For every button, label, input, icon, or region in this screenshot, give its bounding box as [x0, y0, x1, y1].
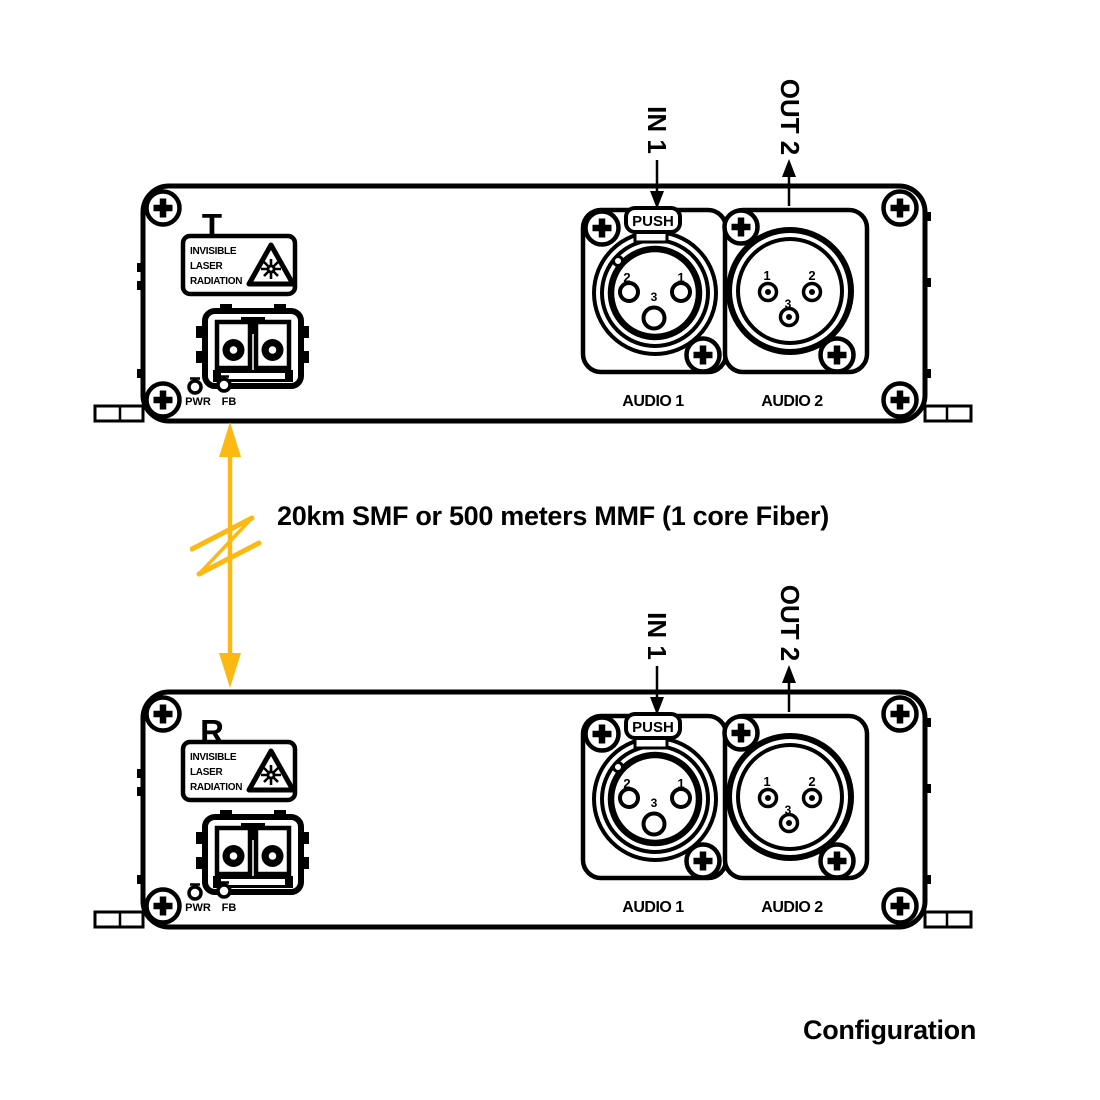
xlr-male-connector-audio2: 1 2 3 [725, 210, 870, 372]
push-latch [624, 206, 682, 234]
arrow-up-icon [782, 159, 796, 177]
svg-text:3: 3 [785, 803, 792, 817]
fb-led-label: FB [222, 902, 237, 914]
svg-text:INVISIBLE: INVISIBLE [190, 752, 237, 763]
svg-text:INVISIBLE: INVISIBLE [190, 246, 237, 257]
pwr-led-label: PWR [185, 396, 211, 408]
device-receiver: R INVISIBLE LASER RADIATION [93, 585, 973, 930]
lc-duplex-connector-icon [196, 810, 309, 895]
svg-text:1: 1 [677, 776, 684, 791]
pwr-led-label: PWR [185, 902, 211, 914]
fiber-break-icon [190, 515, 262, 577]
svg-text:OUT 2: OUT 2 [775, 79, 805, 156]
fb-led-indicator [216, 881, 232, 899]
pwr-led-indicator [187, 377, 203, 395]
svg-text:2: 2 [808, 268, 815, 283]
lc-duplex-connector-icon [196, 304, 309, 389]
chassis-edge-notches [137, 212, 931, 378]
laser-hazard-icon [246, 748, 296, 793]
push-label: PUSH [632, 719, 674, 736]
arrow-down-icon [650, 697, 664, 715]
svg-text:RADIATION: RADIATION [190, 782, 242, 793]
svg-text:RADIATION: RADIATION [190, 276, 242, 287]
svg-text:3: 3 [785, 297, 792, 311]
mounting-ear-right [923, 404, 973, 423]
svg-text:2: 2 [623, 270, 630, 285]
chassis-edge-notches [137, 718, 931, 884]
audio2-label: AUDIO 2 [761, 393, 823, 410]
svg-text:IN 1: IN 1 [642, 612, 672, 660]
svg-text:2: 2 [808, 774, 815, 789]
svg-text:2: 2 [623, 776, 630, 791]
svg-text:OUT 2: OUT 2 [775, 585, 805, 662]
device-transmitter: T INVISIBLE LASER RADIATION [93, 79, 973, 424]
out2-annotation: OUT 2 [775, 585, 805, 712]
xlr-female-connector-audio1: PUSH 2 1 3 [580, 206, 729, 372]
laser-warning-label: INVISIBLE LASER RADIATION [180, 739, 298, 803]
xlr-male-connector-audio2: 1 2 3 [725, 716, 870, 878]
svg-text:LASER: LASER [190, 261, 223, 272]
in1-annotation: IN 1 [642, 612, 672, 715]
audio2-label: AUDIO 2 [761, 899, 823, 916]
mounting-ear-left [93, 910, 145, 929]
audio1-label: AUDIO 1 [622, 899, 684, 916]
laser-warning-label: INVISIBLE LASER RADIATION [180, 233, 298, 297]
mounting-ear-left [93, 404, 145, 423]
fiber-link-label: 20km SMF or 500 meters MMF (1 core Fiber… [277, 501, 829, 531]
svg-text:1: 1 [763, 774, 770, 789]
svg-text:1: 1 [763, 268, 770, 283]
arrow-down-icon [650, 191, 664, 209]
pwr-led-indicator [187, 883, 203, 901]
out2-annotation: OUT 2 [775, 79, 805, 206]
audio1-label: AUDIO 1 [622, 393, 684, 410]
fiber-link-arrow [190, 422, 262, 688]
mounting-ear-right [923, 910, 973, 929]
fb-led-label: FB [222, 396, 237, 408]
fb-led-indicator [216, 375, 232, 393]
xlr-female-connector-audio1: PUSH 2 1 3 [580, 712, 729, 878]
diagram-caption: Configuration [803, 1015, 977, 1045]
arrow-up-icon [782, 665, 796, 683]
in1-annotation: IN 1 [642, 106, 672, 209]
svg-text:3: 3 [651, 290, 658, 304]
svg-text:IN 1: IN 1 [642, 106, 672, 154]
laser-hazard-icon [246, 242, 296, 287]
svg-text:3: 3 [651, 796, 658, 810]
svg-text:1: 1 [677, 270, 684, 285]
push-latch [624, 712, 682, 740]
push-label: PUSH [632, 213, 674, 230]
svg-text:LASER: LASER [190, 767, 223, 778]
